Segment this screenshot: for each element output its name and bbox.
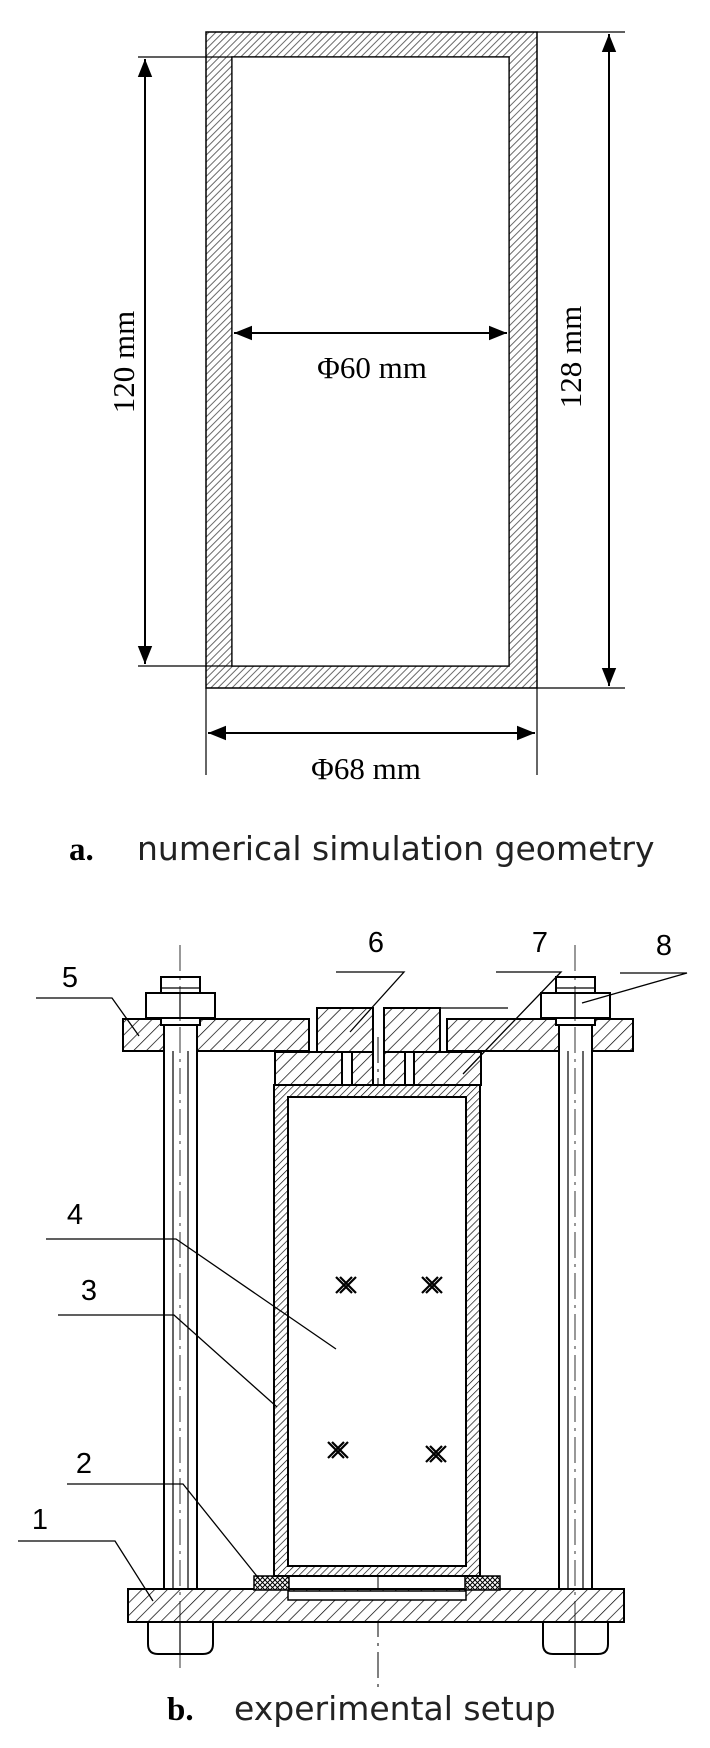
caption-a-letter: a.: [69, 832, 94, 868]
leader-8: [581, 972, 688, 1004]
caption-b: b. experimental setup: [167, 1689, 556, 1728]
leader-2: [67, 1483, 261, 1581]
part-label-6: 6: [368, 927, 384, 959]
leader-1: [18, 1540, 154, 1602]
leader-lines: [18, 971, 688, 1602]
caption-b-letter: b.: [167, 1692, 194, 1728]
dim-inner-height: 120 mm: [106, 311, 141, 413]
marker-cross-3: [327, 1441, 349, 1459]
top-plate-right: [446, 1018, 634, 1052]
dim-outer-height: 128 mm: [553, 306, 588, 408]
leader-5: [36, 997, 140, 1037]
part-label-1: 1: [32, 1504, 48, 1536]
piston-stem-right: [383, 1051, 406, 1086]
gasket-left: [253, 1575, 290, 1591]
leader-6: [336, 971, 406, 1033]
leader-7: [462, 971, 563, 1075]
caption-a: a. numerical simulation geometry: [69, 829, 654, 868]
marker-cross-4: [425, 1445, 447, 1463]
part-label-8: 8: [656, 930, 672, 962]
part-label-2: 2: [76, 1448, 92, 1480]
leader-4: [46, 1238, 337, 1350]
leader-3: [58, 1314, 278, 1408]
sample-cavity: [287, 1096, 467, 1567]
piston-head-right: [383, 1007, 441, 1053]
panel-a-geometry: 120 mm 128 mm Φ60 mm Φ68 mm: [106, 31, 625, 786]
lid-left: [274, 1051, 343, 1086]
caption-b-text: experimental setup: [234, 1689, 556, 1728]
dim-inner-diameter: Φ60 mm: [317, 350, 427, 385]
bolt-right: [540, 945, 611, 1672]
gasket-right: [464, 1575, 501, 1591]
part-label-4: 4: [67, 1199, 83, 1231]
part-label-7: 7: [532, 927, 548, 959]
marker-cross-2: [421, 1276, 443, 1294]
top-plate-left: [122, 1018, 310, 1052]
container-cavity: [231, 56, 510, 667]
panel-b-setup: 1 2 3 4 5 6 7 8: [18, 927, 688, 1688]
sample-markers: [327, 1276, 447, 1463]
piston-head-left: [316, 1007, 374, 1053]
piston-stem-left: [351, 1051, 374, 1086]
bottom-plate-recess: [287, 1590, 467, 1601]
bolt-left: [145, 945, 216, 1672]
lid-right: [413, 1051, 482, 1086]
part-label-3: 3: [81, 1275, 97, 1307]
dim-outer-diameter: Φ68 mm: [311, 751, 421, 786]
caption-a-text: numerical simulation geometry: [137, 829, 654, 868]
part-label-5: 5: [62, 962, 78, 994]
marker-cross-1: [335, 1276, 357, 1294]
